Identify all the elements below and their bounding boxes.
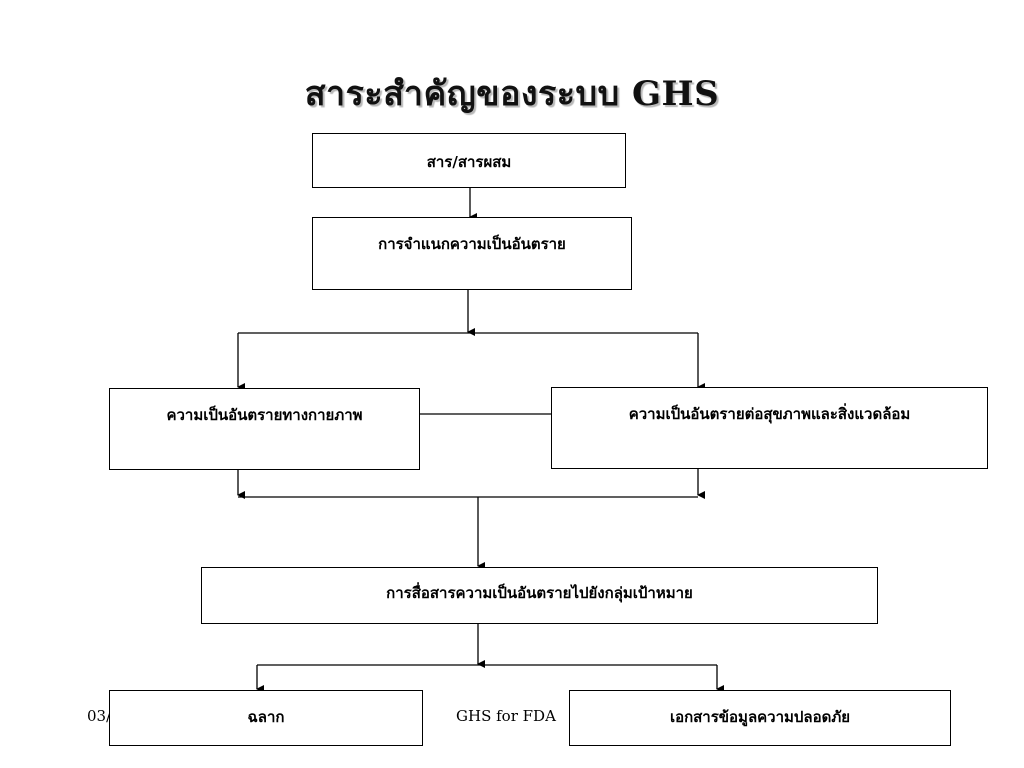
node-communication-text: การสื่อสารความเป็นอันตรายไปยังกลุ่มเป้าห… — [386, 584, 693, 602]
node-label: ฉลาก — [109, 690, 423, 746]
node-physical-hazard-text: ความเป็นอันตรายทางกายภาพ — [166, 406, 363, 424]
node-physical-hazard: ความเป็นอันตรายทางกายภาพ — [109, 388, 420, 470]
node-sds: เอกสารข้อมูลความปลอดภัย — [569, 690, 951, 746]
node-label-text: ฉลาก — [247, 708, 285, 726]
node-substance: สาร/สารผสม — [312, 133, 626, 188]
footer-center-text: GHS for FDA — [456, 707, 556, 725]
node-classification-text: การจำแนกความเป็นอันตราย — [378, 235, 566, 253]
slide-title: สาระสำคัญของระบบ GHS — [304, 74, 720, 114]
node-communication: การสื่อสารความเป็นอันตรายไปยังกลุ่มเป้าห… — [201, 567, 878, 624]
footer-date: 03/ — [87, 707, 112, 725]
node-health-env-hazard: ความเป็นอันตรายต่อสุขภาพและสิ่งแวดล้อม — [551, 387, 988, 469]
node-health-env-hazard-text: ความเป็นอันตรายต่อสุขภาพและสิ่งแวดล้อม — [628, 405, 911, 423]
node-sds-text: เอกสารข้อมูลความปลอดภัย — [669, 708, 851, 726]
node-substance-text: สาร/สารผสม — [426, 153, 512, 171]
node-classification: การจำแนกความเป็นอันตราย — [312, 217, 632, 290]
